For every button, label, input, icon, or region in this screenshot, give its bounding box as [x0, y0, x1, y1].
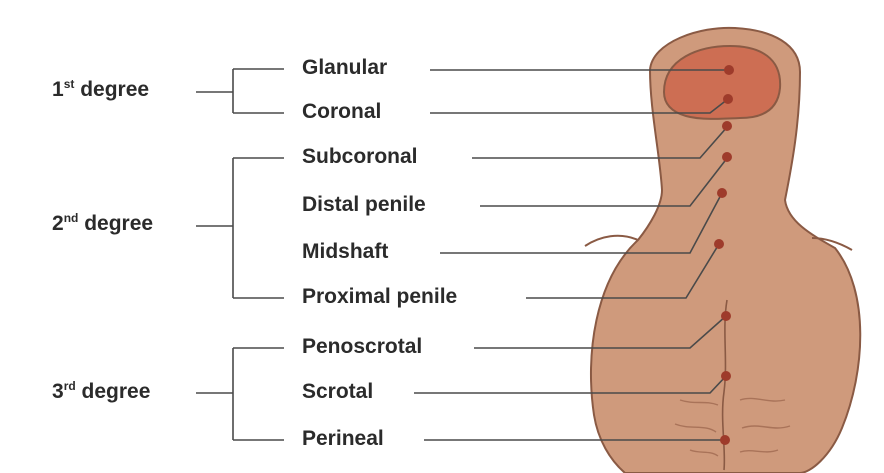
location-label-coronal: Coronal: [302, 100, 381, 124]
location-label-penoscrotal: Penoscrotal: [302, 335, 422, 359]
degree-number: 3: [52, 380, 64, 403]
location-label-distal-penile: Distal penile: [302, 193, 426, 217]
ordinal-suffix: rd: [64, 379, 76, 393]
dot-penoscrotal: [721, 311, 731, 321]
location-label-proximal-penile: Proximal penile: [302, 285, 457, 309]
dot-midshaft: [717, 188, 727, 198]
ordinal-suffix: nd: [64, 211, 79, 225]
bracket-1st-degree: [196, 69, 284, 113]
dot-scrotal: [721, 371, 731, 381]
dot-distal-penile: [722, 152, 732, 162]
dot-subcoronal: [722, 121, 732, 131]
ordinal-suffix: st: [64, 77, 75, 91]
location-label-scrotal: Scrotal: [302, 380, 373, 404]
degree-label-1st: 1st degree: [52, 78, 149, 102]
degree-label-3rd: 3rd degree: [52, 380, 150, 404]
left-thigh-edge: [585, 236, 638, 246]
degree-label-2nd: 2nd degree: [52, 212, 153, 236]
dot-glanular: [724, 65, 734, 75]
location-label-glanular: Glanular: [302, 56, 387, 80]
degree-word: degree: [84, 212, 153, 235]
bracket-3rd-degree: [196, 348, 284, 440]
location-label-midshaft: Midshaft: [302, 240, 388, 264]
location-label-subcoronal: Subcoronal: [302, 145, 418, 169]
dot-perineal: [720, 435, 730, 445]
degree-number: 2: [52, 212, 64, 235]
dot-coronal: [723, 94, 733, 104]
degree-number: 1: [52, 78, 64, 101]
location-label-perineal: Perineal: [302, 427, 384, 451]
degree-word: degree: [82, 380, 151, 403]
degree-word: degree: [80, 78, 149, 101]
dot-proximal-penile: [714, 239, 724, 249]
bracket-2nd-degree: [196, 158, 284, 298]
